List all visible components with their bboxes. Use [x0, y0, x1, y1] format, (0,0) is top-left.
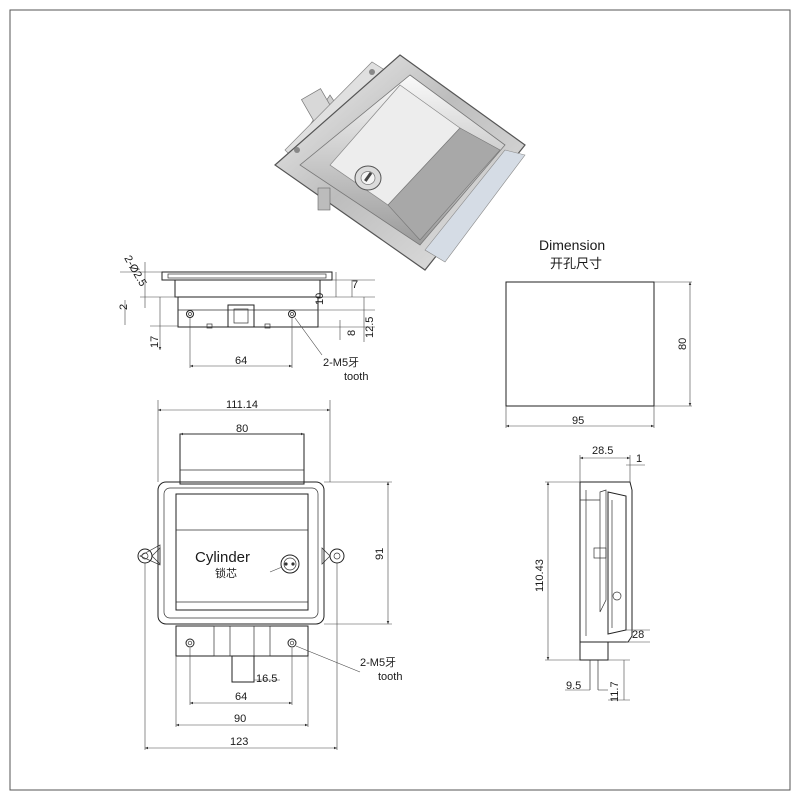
dim-side-hole: 2-Ø2.5: [121, 254, 148, 289]
dim-front-80: 80: [236, 423, 248, 435]
outer-frame: [9, 9, 791, 791]
dim-right-9-5: 9.5: [566, 680, 581, 692]
tooth-label-bottom: tooth: [378, 671, 402, 683]
dim-right-28-5: 28.5: [592, 445, 613, 457]
thread-label-top: 2-M5牙: [323, 357, 359, 369]
dim-side-10: 10: [314, 293, 326, 305]
dim-side-2: 2: [118, 304, 130, 310]
tooth-label-top: tooth: [344, 371, 368, 383]
dim-right-11-7: 11.7: [609, 681, 621, 702]
latch-product-photo: [274, 54, 526, 271]
dim-front-123: 123: [230, 736, 248, 748]
dim-right-28: 28: [632, 629, 644, 641]
front-view-drawing: [137, 400, 392, 750]
cutout-dimension-drawing: [505, 281, 692, 428]
dim-side-7: 7: [352, 279, 358, 291]
dim-side-12-5: 12.5: [364, 317, 376, 338]
dimension-title: Dimension: [539, 237, 605, 253]
dim-side-64: 64: [235, 355, 247, 367]
dim-cutout-80: 80: [677, 338, 689, 350]
dim-side-8: 8: [346, 330, 358, 336]
dim-front-64: 64: [235, 691, 247, 703]
dim-front-90: 90: [234, 713, 246, 725]
dimension-title-cn: 开孔尺寸: [550, 256, 602, 271]
dim-cutout-95: 95: [572, 415, 584, 427]
dim-front-16-5: 16.5: [256, 673, 277, 685]
right-side-view-drawing: [545, 455, 650, 701]
thread-label-bottom: 2-M5牙: [360, 657, 396, 669]
dim-front-111-14: 111.14: [226, 399, 258, 411]
cylinder-label: Cylinder: [195, 549, 250, 566]
dim-right-110-43: 110.43: [534, 559, 546, 592]
dim-front-91: 91: [374, 548, 386, 560]
side-view-drawing: [120, 262, 375, 368]
dim-side-17: 17: [149, 336, 161, 348]
dim-right-1: 1: [636, 453, 642, 465]
cylinder-label-cn: 锁芯: [215, 566, 237, 580]
